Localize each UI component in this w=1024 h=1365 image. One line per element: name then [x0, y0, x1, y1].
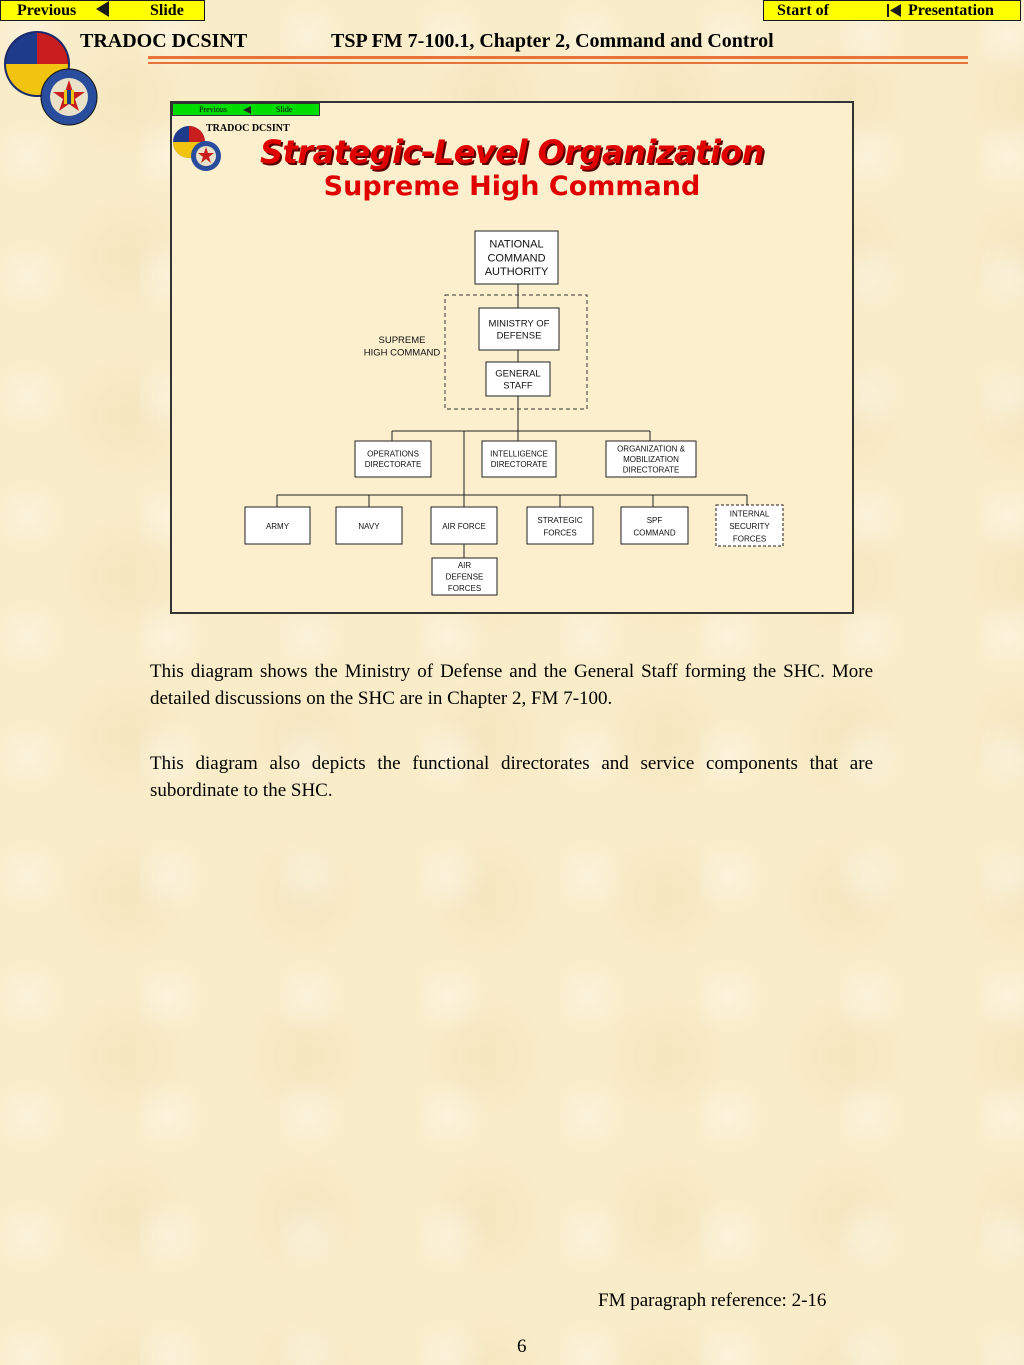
spf-command-box-label: COMMAND [633, 528, 675, 537]
fm-reference: FM paragraph reference: 2-16 [598, 1290, 827, 1311]
start-of-presentation-button[interactable]: Start of Presentation [763, 0, 1021, 21]
previous-slide-button[interactable]: Previous Slide [0, 0, 205, 21]
strategic-forces-box-label: FORCES [543, 528, 576, 537]
air-defense-forces-box-label: DEFENSE [446, 573, 484, 582]
army-box: ARMY [244, 506, 311, 545]
intelligence-directorate-box-label: INTELLIGENCE [490, 450, 548, 459]
mini-previous-label: Previous [199, 105, 227, 114]
mini-nav-bar: Previous Slide [172, 103, 320, 116]
mod-box-label: MINISTRY OF [489, 318, 550, 329]
gs-box-label: STAFF [503, 380, 533, 391]
header-title: TSP FM 7-100.1, Chapter 2, Command and C… [331, 30, 774, 52]
org-mobilization-directorate-box-label: MOBILIZATION [623, 455, 679, 464]
shc-region [444, 294, 588, 410]
header-rule [148, 56, 968, 59]
mini-slide-label: Slide [276, 105, 293, 114]
spf-command-box-label: SPF [647, 516, 663, 525]
air-force-box-label: AIR FORCE [442, 522, 486, 531]
header-rule-thin [148, 62, 968, 64]
tradoc-logo [4, 31, 98, 126]
presentation-label: Presentation [908, 2, 994, 19]
operations-directorate-box-label: DIRECTORATE [365, 460, 422, 469]
navy-box: NAVY [335, 506, 403, 545]
strategic-forces-box-label: STRATEGIC [537, 516, 582, 525]
internal-security-forces-box: INTERNAL SECURITY FORCES [715, 504, 784, 547]
navy-box-label: NAVY [358, 522, 380, 531]
air-defense-forces-box-label: AIR [458, 561, 472, 570]
air-defense-forces-box-label: FORCES [448, 584, 481, 593]
mini-triangle-left-icon [243, 106, 251, 118]
body-paragraph-2: This diagram also depicts the functional… [150, 753, 873, 801]
air-defense-forces-box: AIR DEFENSE FORCES [431, 557, 498, 596]
operations-directorate-box-label: OPERATIONS [367, 450, 419, 459]
chart-connectors [276, 284, 748, 558]
body-paragraph-1: This diagram shows the Ministry of Defen… [150, 661, 873, 709]
triangle-left-icon [96, 1, 109, 17]
slide-label: Slide [150, 2, 184, 19]
strategic-forces-box: STRATEGIC FORCES [526, 506, 594, 545]
page-number: 6 [517, 1336, 527, 1357]
start-of-label: Start of [777, 2, 829, 19]
nca-box-label: NATIONAL [489, 239, 543, 251]
slide-org: TRADOC DCSINT [206, 123, 290, 134]
nca-box-label: COMMAND [487, 252, 545, 264]
spf-command-box: SPF COMMAND [620, 506, 689, 545]
org-mobilization-directorate-box-label: DIRECTORATE [623, 465, 680, 474]
air-force-box: AIR FORCE [430, 506, 498, 545]
gs-box-label: GENERAL [495, 368, 540, 379]
slide-subtitle: Supreme High Command [323, 171, 701, 202]
internal-security-forces-box-label: INTERNAL [730, 510, 770, 519]
internal-security-forces-box-label: FORCES [733, 535, 766, 544]
org-mobilization-directorate-box-label: ORGANIZATION & [617, 444, 686, 453]
previous-label: Previous [17, 2, 77, 19]
nca-box-label: AUTHORITY [485, 266, 549, 278]
intelligence-directorate-box-label: DIRECTORATE [491, 460, 548, 469]
internal-security-forces-box-label: SECURITY [729, 522, 770, 531]
embedded-slide: Previous Slide TRADOC DCSINT Strategic-L… [170, 101, 854, 614]
slide-title: Strategic-Level Organization [259, 133, 765, 171]
skip-to-start-icon [887, 4, 901, 17]
mod-box-label: DEFENSE [497, 330, 542, 341]
shc-label: SUPREME [379, 335, 426, 346]
shc-label: HIGH COMMAND [364, 347, 441, 358]
army-box-label: ARMY [266, 522, 290, 531]
slide-tradoc-logo [173, 126, 221, 171]
header-org: TRADOC DCSINT [80, 30, 248, 52]
